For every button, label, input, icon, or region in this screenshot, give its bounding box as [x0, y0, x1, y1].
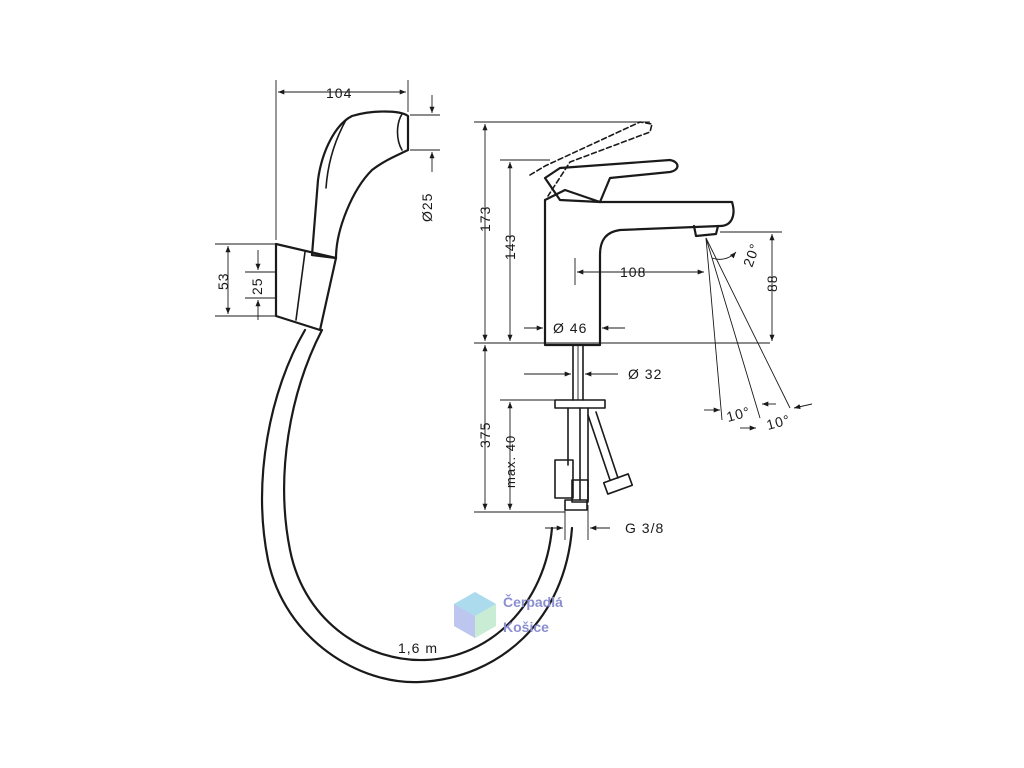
- watermark-line1: Čerpadlá: [503, 593, 563, 610]
- dim-handshower-diameter: Ø25: [419, 193, 435, 222]
- dim-spout-angle: 20°: [740, 241, 763, 269]
- hand-shower: [310, 110, 410, 260]
- watermark-logo-icon: [454, 592, 496, 638]
- dim-angle-right: 10°: [765, 411, 792, 433]
- dim-hose-length: 1,6 m: [398, 640, 438, 656]
- dim-connection: G 3/8: [625, 520, 664, 536]
- dim-handshower-width: 104: [326, 85, 352, 101]
- faucet-shank: [554, 344, 634, 511]
- dim-base-diameter: Ø 46: [553, 320, 587, 336]
- dim-spout-height: 88: [764, 274, 780, 292]
- shower-holder: [274, 242, 338, 332]
- dim-total-height: 173: [477, 206, 493, 232]
- dim-shank-length: 375: [477, 422, 493, 448]
- dim-body-height: 143: [502, 234, 518, 260]
- dim-shank-diameter: Ø 32: [628, 366, 662, 382]
- dim-holder-height: 53: [215, 272, 231, 290]
- watermark-line2: Košice: [503, 619, 549, 635]
- dim-angle-left: 10°: [725, 403, 752, 425]
- dim-holder-inner: 25: [249, 277, 265, 295]
- dimension-lines: [215, 80, 813, 540]
- dim-max-thickness: max. 40: [503, 435, 518, 488]
- shower-hose: [261, 328, 574, 684]
- dim-spout-reach: 108: [620, 264, 646, 280]
- faucet-body: [529, 121, 735, 347]
